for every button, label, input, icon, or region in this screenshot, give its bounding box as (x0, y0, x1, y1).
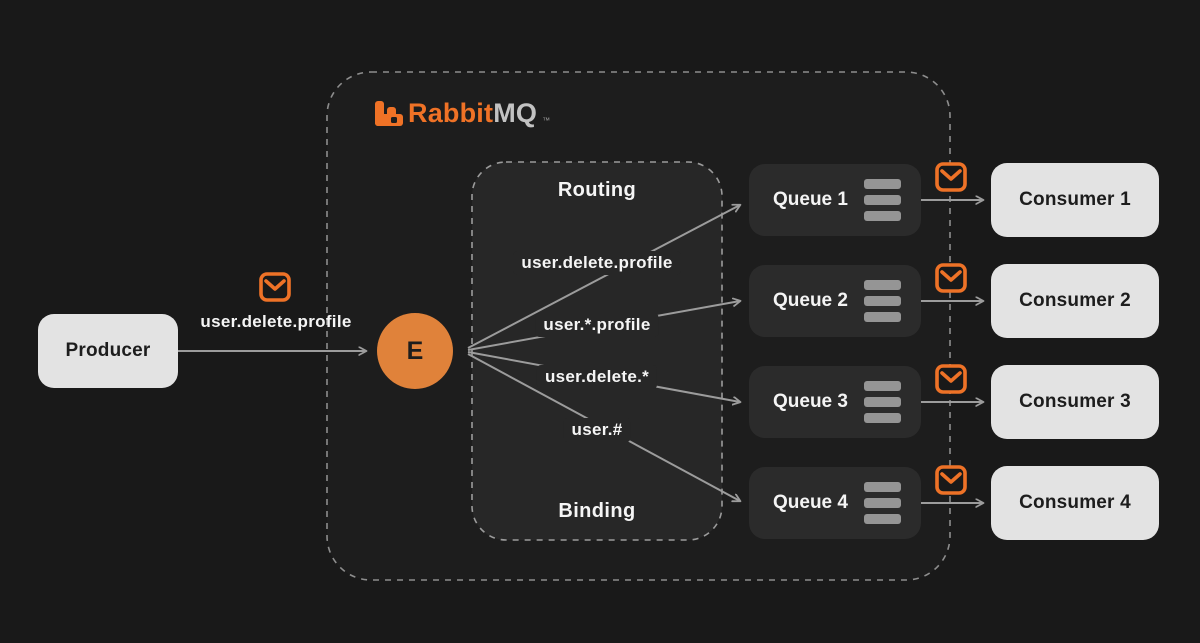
binding-key-2: user.*.profile (535, 313, 659, 337)
arrow-exchange-queue1 (467, 205, 740, 349)
envelope-icon (935, 364, 967, 394)
queue-messages-icon (864, 381, 901, 423)
queue-4-label: Queue 4 (773, 492, 848, 513)
consumer-3-node: Consumer 3 (991, 365, 1159, 439)
rabbitmq-wordmark: RabbitMQ (408, 98, 538, 128)
routing-title: Routing (557, 179, 637, 201)
queue-messages-icon (864, 280, 901, 322)
queue-3-node: Queue 3 (749, 366, 921, 438)
consumer-2-node: Consumer 2 (991, 264, 1159, 338)
queue-1-label: Queue 1 (773, 189, 848, 210)
exchange-node: E (377, 313, 453, 389)
consumer-3-label: Consumer 3 (1019, 391, 1131, 412)
rabbitmq-logo: RabbitMQ ™ (374, 98, 550, 128)
exchange-label: E (406, 336, 424, 365)
trademark-symbol: ™ (542, 116, 551, 125)
producer-node: Producer (38, 314, 178, 388)
message-routing-key: user.delete.profile (200, 312, 352, 331)
queue-messages-icon (864, 179, 901, 221)
consumer-2-label: Consumer 2 (1019, 290, 1131, 311)
binding-key-4: user.# (563, 418, 631, 442)
queue-2-label: Queue 2 (773, 290, 848, 311)
rabbitmq-logo-icon (375, 101, 403, 126)
queue-messages-icon (864, 482, 901, 524)
envelope-icon (935, 162, 967, 192)
envelope-icon (935, 263, 967, 293)
binding-key-1: user.delete.profile (513, 251, 681, 275)
binding-title: Binding (558, 500, 636, 522)
consumer-1-label: Consumer 1 (1019, 189, 1131, 210)
queue-4-node: Queue 4 (749, 467, 921, 539)
consumer-4-label: Consumer 4 (1019, 492, 1131, 513)
envelope-icon (935, 465, 967, 495)
queue-1-node: Queue 1 (749, 164, 921, 236)
queue-2-node: Queue 2 (749, 265, 921, 337)
queue-3-label: Queue 3 (773, 391, 848, 412)
binding-key-3: user.delete.* (536, 365, 658, 389)
envelope-icon (259, 272, 291, 302)
producer-label: Producer (65, 340, 151, 361)
routing-binding-box (471, 161, 723, 541)
consumer-1-node: Consumer 1 (991, 163, 1159, 237)
consumer-4-node: Consumer 4 (991, 466, 1159, 540)
